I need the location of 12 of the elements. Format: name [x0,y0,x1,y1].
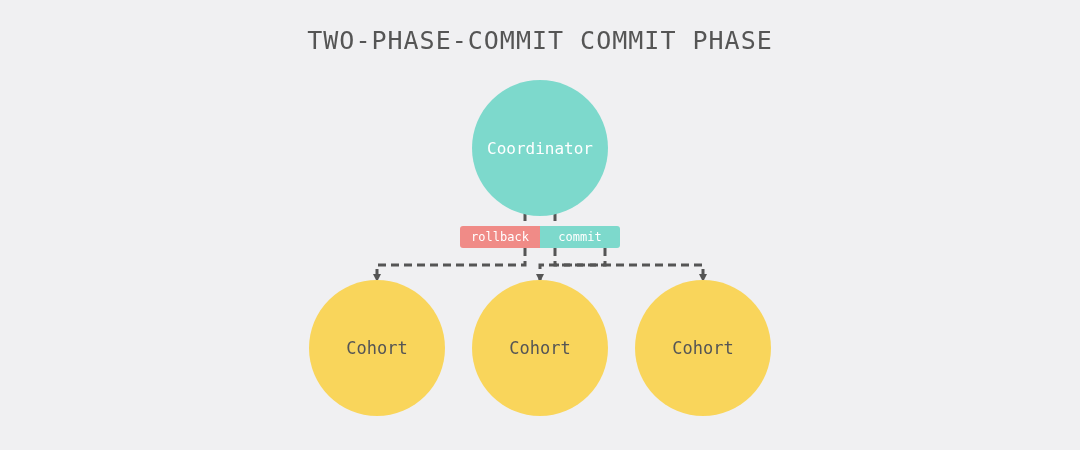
node-label: Cohort [346,338,408,358]
dashed-arrow [373,248,527,282]
node-label: commit [558,230,602,244]
node-label: Cohort [672,338,734,358]
node-label: Coordinator [487,138,593,158]
dashed-arrow [536,248,607,282]
node-label: Cohort [509,338,571,358]
node-label: rollback [471,230,529,244]
rollback-tag [460,226,540,248]
diagram-title: TWO-PHASE-COMMIT COMMIT PHASE [306,26,774,55]
dashed-arrow [553,248,707,282]
commit-tag [540,226,620,248]
